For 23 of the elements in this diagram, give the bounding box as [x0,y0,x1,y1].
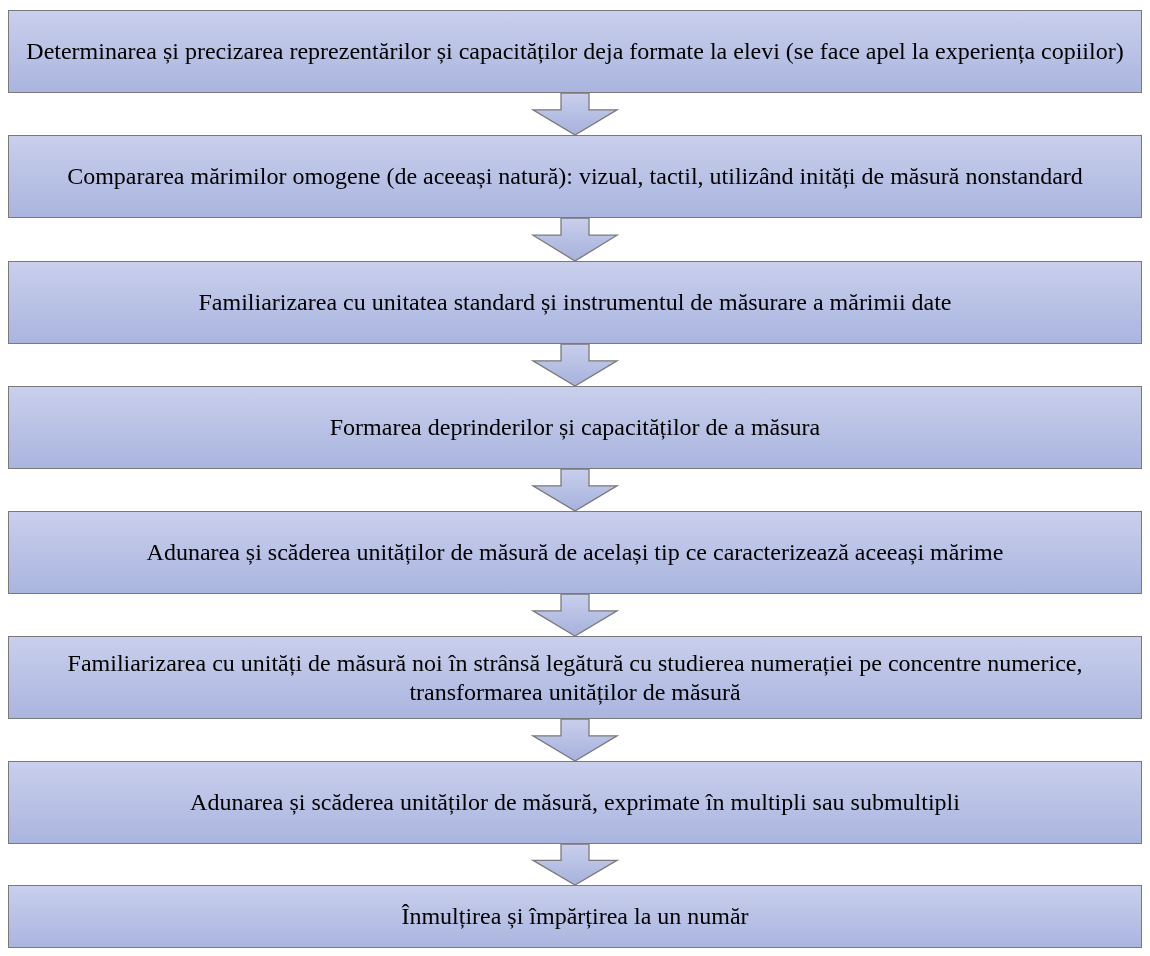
block-arrow [530,343,620,387]
process-box [8,636,1142,719]
block-arrow [530,92,620,136]
process-box [8,885,1142,948]
process-box [8,386,1142,469]
step-text: Determinarea și precizarea reprezentărilor și capacităților deja formate la elevi (se face apel la experiența copiilor) [26,37,1124,66]
process-box [8,761,1142,844]
block-arrow [530,217,620,262]
step-text: Formarea deprinderilor și capacităților de a măsura [329,413,821,442]
step-text: Familiarizarea cu unități de măsură noi în strânsă legătură cu studierea numerației pe concentre numerice, transformarea unităților de măsură [66,648,1084,707]
process-box [8,511,1142,594]
block-arrow [530,593,620,637]
process-box [8,261,1142,344]
process-box [8,10,1142,93]
step-text: Adunarea și scăderea unităților de măsură de același tip ce caracterizează aceeași mărime [146,538,1004,567]
step-text: Compararea mărimilor omogene (de aceeași natură): vizual, tactil, utilizând inități de măsură nonstandard [67,162,1083,191]
step-text: Înmulțirea și împărțirea la un număr [401,902,749,931]
block-arrow [530,718,620,762]
step-text: Adunarea și scăderea unităților de măsură, exprimate în multipli sau submultipli [190,788,960,817]
process-box [8,135,1142,218]
block-arrow [530,468,620,512]
block-arrow [530,843,620,886]
step-text: Familiarizarea cu unitatea standard și instrumentul de măsurare a mărimii date [198,288,952,317]
